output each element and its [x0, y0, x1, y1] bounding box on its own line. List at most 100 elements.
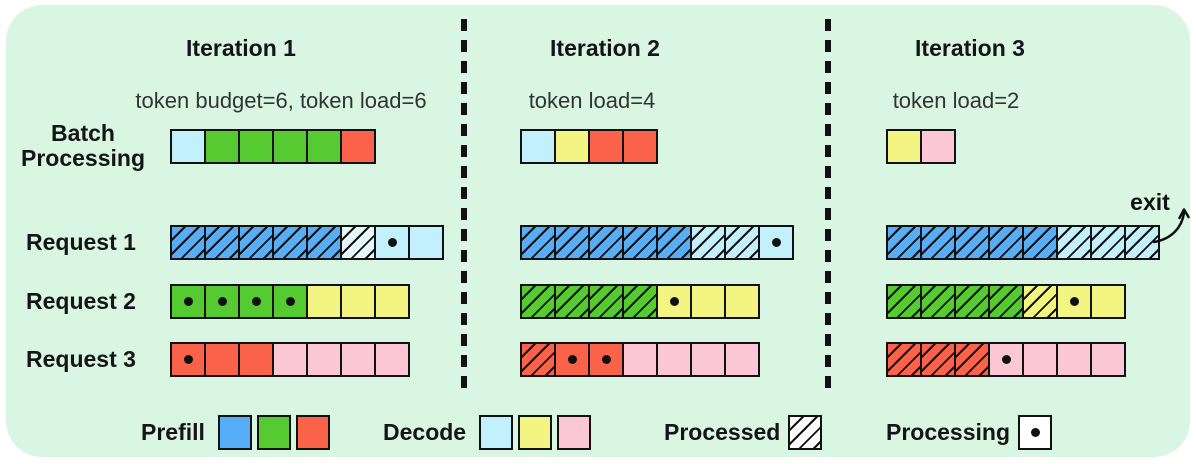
token-cell-pink [656, 342, 692, 377]
token-cell-lblue [170, 129, 206, 164]
token-cell-pink [920, 129, 956, 164]
token-cell-lblue-processed [690, 225, 726, 260]
request-3-row-iteration-1 [170, 342, 410, 377]
token-cell-green [306, 129, 342, 164]
token-cell-blue-processed [170, 225, 206, 260]
batch-label-line2: Processing [21, 145, 145, 171]
token-cell-red [238, 342, 274, 377]
column-separator-2 [825, 19, 831, 393]
token-cell-lblue_pale-processed [340, 225, 376, 260]
token-cell-yellow [1090, 284, 1126, 319]
token-cell-green-processed [554, 284, 590, 319]
processing-dot-icon [771, 238, 781, 247]
token-cell-green-processing [204, 284, 240, 319]
token-cell-yellow-processing [1056, 284, 1092, 319]
batch-label-line1: Batch [51, 120, 115, 146]
token-cell-red [295, 415, 330, 450]
token-cell-lblue-processing [374, 225, 410, 260]
legend-decode-label: Decode [383, 419, 467, 445]
token-cell-pink [340, 342, 376, 377]
token-cell-green-processing [238, 284, 274, 319]
legend-processing-label: Processing [886, 419, 1010, 445]
token-cell-red-processed [886, 342, 922, 377]
request-3-row-iteration-2 [520, 342, 760, 377]
token-cell-red-processing [554, 342, 590, 377]
batch-processing-label: Batch Processing [18, 121, 148, 171]
token-cell-pink [272, 342, 308, 377]
request-3-row-iteration-3 [886, 342, 1126, 377]
token-cell-green-processed [588, 284, 624, 319]
token-cell-lblue [520, 129, 556, 164]
processing-dot-icon [183, 355, 193, 364]
token-cell-blue-processed [622, 225, 658, 260]
request-1-row-iteration-3 [886, 225, 1160, 260]
token-cell-yellow [306, 284, 342, 319]
token-cell-blue [217, 415, 252, 450]
token-cell-green-processed [920, 284, 956, 319]
token-cell-blue-processed [520, 225, 556, 260]
token-cell-yellow-processed [1022, 284, 1058, 319]
request-2-row-iteration-1 [170, 284, 410, 319]
legend-processed-label: Processed [664, 419, 781, 445]
request-1-row-iteration-1 [170, 225, 444, 260]
token-cell-white-processing [1018, 415, 1052, 450]
token-cell-pink [1056, 342, 1092, 377]
processing-dot-icon [251, 297, 261, 306]
token-cell-pink-processing [988, 342, 1024, 377]
legend-prefill-swatches [217, 415, 330, 450]
token-cell-green-processed [988, 284, 1024, 319]
token-cell-lblue-processed [1056, 225, 1092, 260]
token-cell-red [340, 129, 376, 164]
processing-dot-icon [567, 355, 577, 364]
token-cell-yellow [724, 284, 760, 319]
token-cell-pink [622, 342, 658, 377]
request-2-row-iteration-3 [886, 284, 1126, 319]
token-cell-blue-processed [954, 225, 990, 260]
token-cell-blue-processed [204, 225, 240, 260]
processing-dot-icon [1069, 297, 1079, 306]
token-cell-lblue-processed [1090, 225, 1126, 260]
token-cell-blue-processed [886, 225, 922, 260]
token-cell-pink [306, 342, 342, 377]
token-cell-red [588, 129, 624, 164]
token-cell-yellow [518, 415, 553, 450]
token-cell-yellow [374, 284, 410, 319]
token-cell-blue-processed [656, 225, 692, 260]
processing-dot-icon [217, 297, 227, 306]
token-cell-green-processing [170, 284, 206, 319]
token-cell-pink [690, 342, 726, 377]
request-3-label: Request 3 [26, 346, 136, 372]
token-cell-blue-processed [920, 225, 956, 260]
processing-dot-icon [387, 238, 397, 247]
token-cell-lblue-processed [724, 225, 760, 260]
legend-prefill-label: Prefill [141, 419, 205, 445]
legend-processed-swatches [788, 415, 823, 450]
token-cell-pink [374, 342, 410, 377]
token-cell-pink [1090, 342, 1126, 377]
token-cell-green [256, 415, 291, 450]
legend-decode-swatches [479, 415, 592, 450]
legend-decode: Decode [383, 415, 592, 450]
token-cell-red-processed [920, 342, 956, 377]
iteration-1-title: Iteration 1 [186, 35, 296, 61]
processing-dot-icon [1001, 355, 1011, 364]
token-cell-blue-processed [554, 225, 590, 260]
token-cell-green-processed [886, 284, 922, 319]
token-cell-pink [1022, 342, 1058, 377]
exit-arrow-icon [1152, 208, 1190, 244]
request-1-label: Request 1 [26, 229, 136, 255]
diagram-panel: Iteration 1 Iteration 2 Iteration 3 toke… [6, 5, 1190, 457]
token-cell-yellow-processing [656, 284, 692, 319]
legend-processing: Processing [886, 415, 1052, 450]
batch-row-iteration-1 [170, 129, 376, 164]
processing-dot-icon [669, 297, 679, 306]
token-cell-yellow [886, 129, 922, 164]
iteration-3-token-info: token load=2 [892, 88, 1020, 113]
token-cell-green-processed [954, 284, 990, 319]
iteration-2-title: Iteration 2 [550, 35, 660, 61]
token-cell-red [204, 342, 240, 377]
batch-row-iteration-3 [886, 129, 956, 164]
legend-prefill: Prefill [141, 415, 330, 450]
processing-dot-icon [285, 297, 295, 306]
token-cell-blue-processed [238, 225, 274, 260]
